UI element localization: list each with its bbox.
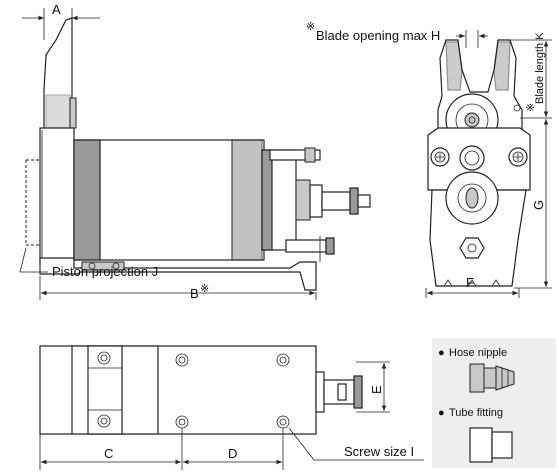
label-c: C (104, 446, 113, 461)
blade-length-dimension: ※ Blade length K (500, 32, 552, 119)
piston-projection-callout: Piston projection J (19, 247, 158, 279)
dimension-c-d: C D (39, 428, 284, 470)
front-view (427, 39, 531, 287)
label-a: A (52, 2, 61, 17)
label-b-mark: ※ (200, 283, 209, 295)
fitting-legend: ● Hose nipple ● Tube fitting (432, 338, 556, 468)
tube-fitting-icon (469, 427, 513, 463)
label-screw-size: Screw size I (344, 444, 414, 459)
dimension-b: B ※ (39, 276, 317, 301)
label-blade-opening-mark: ※ (306, 21, 315, 33)
side-view (25, 17, 371, 291)
label-blade-length-mark: ※ (525, 103, 537, 112)
screw-size-callout: Screw size I (288, 427, 424, 461)
dimension-f: F (425, 275, 520, 298)
label-b: B (190, 286, 199, 301)
legend-bullet-2: ● (438, 407, 445, 419)
top-view (39, 345, 363, 435)
legend-hose-nipple: Hose nipple (449, 347, 507, 359)
hose-nipple-icon (469, 363, 515, 393)
legend-bullet-1: ● (438, 347, 445, 359)
label-blade-length: Blade length K (534, 32, 546, 104)
label-f: F (466, 275, 474, 290)
label-blade-opening: Blade opening max H (316, 28, 440, 43)
blade-opening-dimension: ※ Blade opening max H (306, 21, 488, 48)
label-piston-projection: Piston projection J (52, 264, 158, 279)
label-e: E (369, 385, 384, 394)
legend-tube-fitting: Tube fitting (449, 407, 503, 419)
label-d: D (228, 446, 237, 461)
dimension-a: A (22, 2, 100, 40)
dimension-g: G (514, 119, 552, 289)
dimension-e: E (356, 361, 390, 413)
label-g: G (531, 200, 546, 210)
